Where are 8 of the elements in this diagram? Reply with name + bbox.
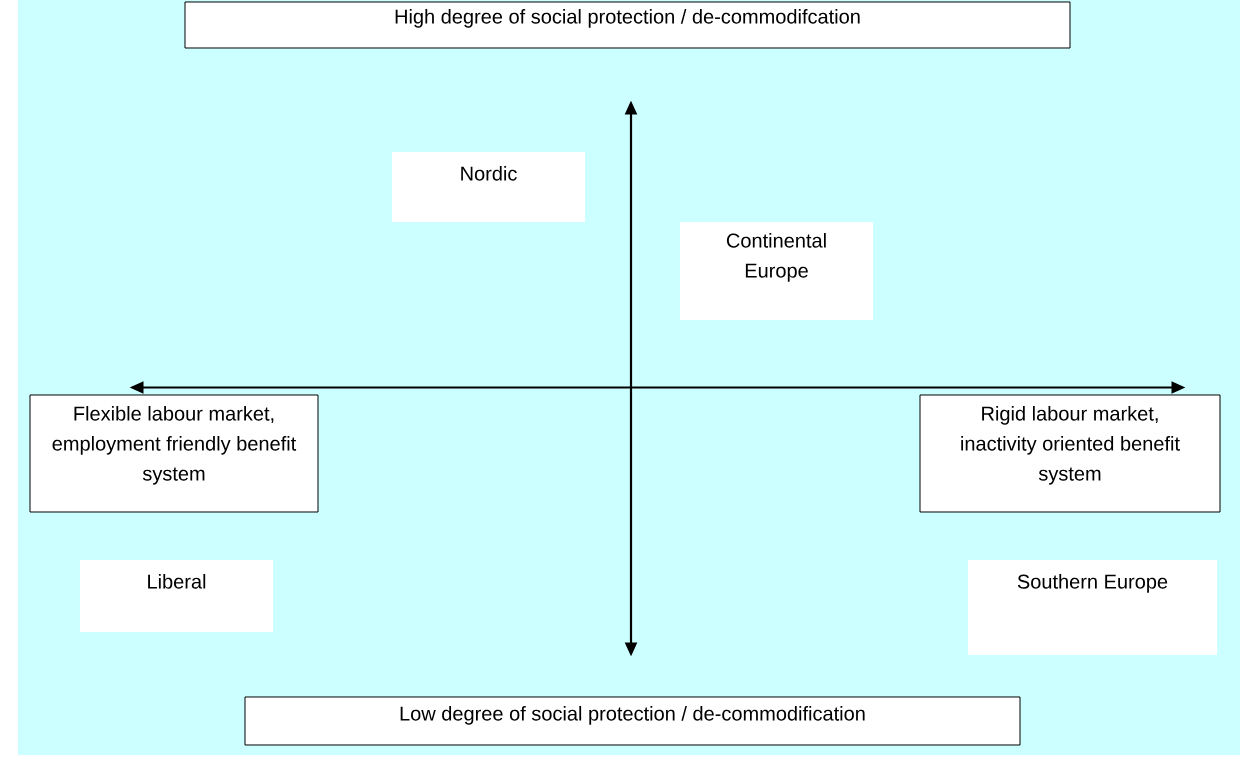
label-box: High degree of social protection / de-commodifcation (184, 1, 1071, 49)
label-box: Rigid labour market, inactivity oriented benefit system (919, 394, 1221, 513)
region-box: Southern Europe (968, 560, 1217, 655)
label-box: Flexible labour market, employment friendly benefit system (29, 394, 319, 513)
region-box: Liberal (80, 560, 273, 632)
region-box: Nordic (392, 152, 585, 222)
label-box: Low degree of social protection / de-commodification (244, 696, 1021, 746)
region-box: Continental Europe (680, 222, 873, 320)
